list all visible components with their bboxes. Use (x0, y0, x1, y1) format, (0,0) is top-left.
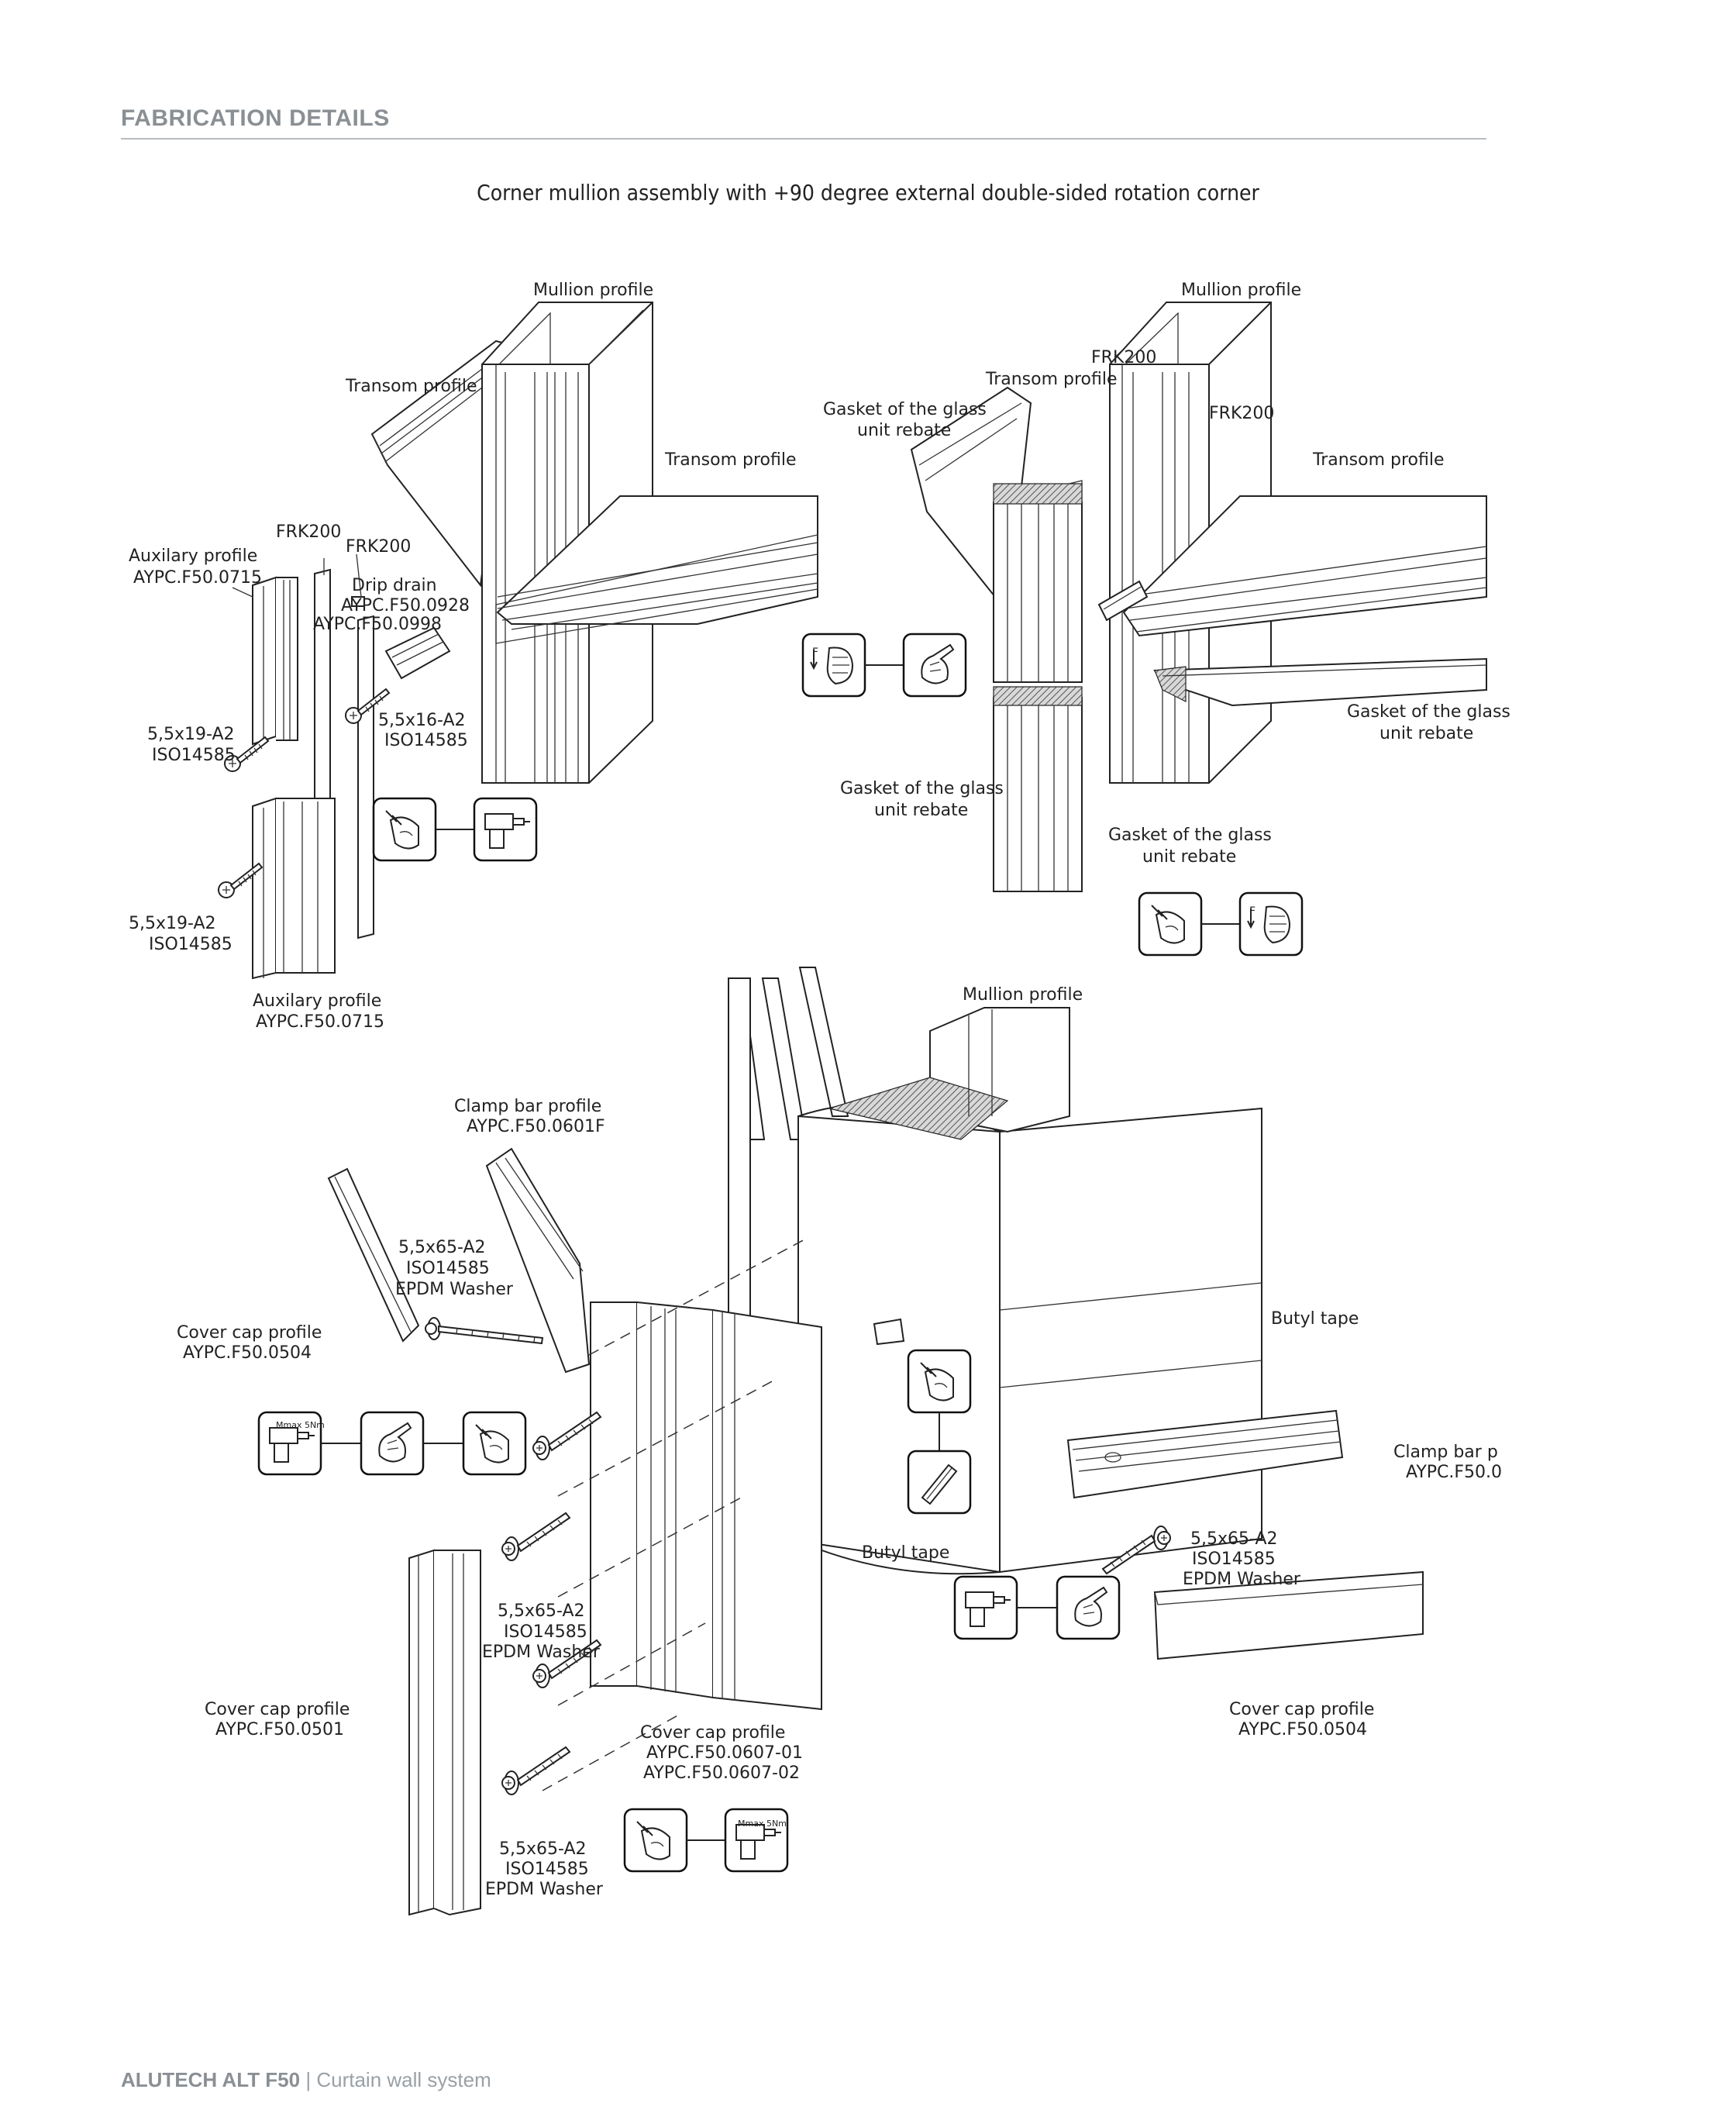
label: ISO14585 (149, 935, 232, 954)
footer-brand: ALUTECH ALT F50 (121, 2068, 301, 2091)
top-right-labels: Mullion profile FRK200 Transom profile F… (823, 281, 1510, 867)
label: AYPC.F50.0504 (1238, 1720, 1367, 1739)
label: Transom profile (664, 450, 797, 470)
label: Clamp bar p (1393, 1443, 1498, 1462)
label: FRK200 (1091, 348, 1156, 367)
bottom-labels: Mullion profile Clamp bar profile AYPC.F… (177, 985, 1502, 1899)
label: AYPC.F50.0715 (256, 1012, 384, 1032)
force-letter: F (1249, 905, 1256, 918)
label: Mullion profile (963, 985, 1083, 1005)
label: 5,5x65-A2 (498, 1601, 585, 1621)
label: unit rebate (874, 801, 968, 820)
label: AYPC.F50.0715 (133, 568, 262, 588)
drill-icon (953, 1575, 1018, 1640)
label: 5,5x19-A2 (147, 725, 235, 744)
label: Mullion profile (533, 281, 653, 300)
label: ISO14585 (384, 731, 468, 750)
label: unit rebate (1142, 847, 1236, 867)
finger-push-icon (360, 1411, 425, 1476)
hand-press-icon (462, 1411, 527, 1476)
label: AYPC.F50.0607-02 (643, 1763, 800, 1783)
page: FABRICATION DETAILS Corner mullion assem… (121, 105, 1510, 2092)
label: EPDM Washer (1183, 1570, 1301, 1589)
label: Clamp bar profile (454, 1097, 601, 1116)
label: AYPC.F50.0607-01 (646, 1743, 803, 1763)
label: EPDM Washer (485, 1880, 604, 1899)
label: unit rebate (1380, 724, 1473, 743)
label: ISO14585 (504, 1622, 587, 1642)
label: FRK200 (1209, 404, 1274, 423)
bottom-assembly: Mmax 5Nm Mmax 5Nm (257, 967, 1424, 1916)
label: AYPC.F50.0 (1406, 1463, 1502, 1482)
torque-text: Mmax 5Nm (738, 1819, 787, 1829)
hand-press-icon (372, 797, 437, 862)
finger-push-icon (1056, 1575, 1121, 1640)
label: 5,5x65-A2 (398, 1238, 486, 1257)
label: unit rebate (857, 421, 951, 440)
assembly-diagram: Mullion profile Transom profile Transom … (129, 281, 1510, 1916)
label: FRK200 (346, 537, 411, 557)
label: AYPC.F50.0601F (467, 1117, 605, 1136)
label: AYPC.F50.0504 (183, 1343, 312, 1363)
label: Cover cap profile (177, 1323, 322, 1343)
force-push-icon (801, 633, 866, 698)
label: 5,5x65-A2 (499, 1839, 587, 1859)
label: ISO14585 (1192, 1550, 1276, 1569)
label: Gasket of the glass (1347, 702, 1510, 722)
label: ISO14585 (152, 746, 236, 765)
label: FRK200 (276, 522, 341, 542)
diagram-title: Corner mullion assembly with +90 degree … (477, 180, 1259, 205)
hand-press-icon (1138, 891, 1203, 957)
label: Cover cap profile (1229, 1700, 1374, 1719)
label: 5,5x16-A2 (378, 711, 466, 730)
label: EPDM Washer (395, 1280, 514, 1299)
label: Auxilary profile (129, 546, 257, 566)
label: Auxilary profile (253, 991, 381, 1011)
label: AYPC.F50.0928 (341, 596, 470, 615)
label: Drip drain (352, 576, 437, 595)
label: Gasket of the glass (840, 779, 1004, 798)
knife-icon (907, 1450, 972, 1515)
label: Cover cap profile (205, 1700, 350, 1719)
footer-product: Curtain wall system (316, 2068, 491, 2091)
label: Butyl tape (1271, 1309, 1359, 1329)
top-left-assembly (218, 302, 818, 980)
force-push-icon (1238, 891, 1304, 957)
label: Transom profile (985, 370, 1118, 389)
footer-separator: | (305, 2068, 312, 2091)
hand-press-icon (623, 1808, 688, 1873)
footer: ALUTECH ALT F50 | Curtain wall system (121, 2068, 491, 2092)
label: Transom profile (345, 377, 477, 396)
header-rule (121, 138, 1486, 140)
label: Mullion profile (1181, 281, 1301, 300)
label: 5,5x19-A2 (129, 914, 216, 933)
label: AYPC.F50.0998 (313, 615, 442, 634)
finger-push-icon (902, 633, 967, 698)
label: ISO14585 (505, 1860, 589, 1879)
top-right-assembly: F F (801, 302, 1487, 957)
torque-text: Mmax 5Nm (276, 1420, 325, 1430)
label: Butyl tape (862, 1543, 949, 1563)
label: AYPC.F50.0501 (215, 1720, 344, 1739)
section-title: FABRICATION DETAILS (121, 105, 390, 131)
label: Gasket of the glass (1108, 826, 1272, 845)
hand-press-icon (907, 1349, 972, 1414)
label: 5,5x65-A2 (1190, 1529, 1278, 1549)
label: Gasket of the glass (823, 400, 987, 419)
label: EPDM Washer (482, 1643, 601, 1662)
label: Cover cap profile (640, 1723, 785, 1743)
top-left-labels: Mullion profile Transom profile Transom … (129, 281, 797, 1032)
force-letter: F (812, 646, 818, 659)
drill-icon (473, 797, 538, 862)
label: Transom profile (1312, 450, 1445, 470)
label: ISO14585 (406, 1259, 490, 1278)
